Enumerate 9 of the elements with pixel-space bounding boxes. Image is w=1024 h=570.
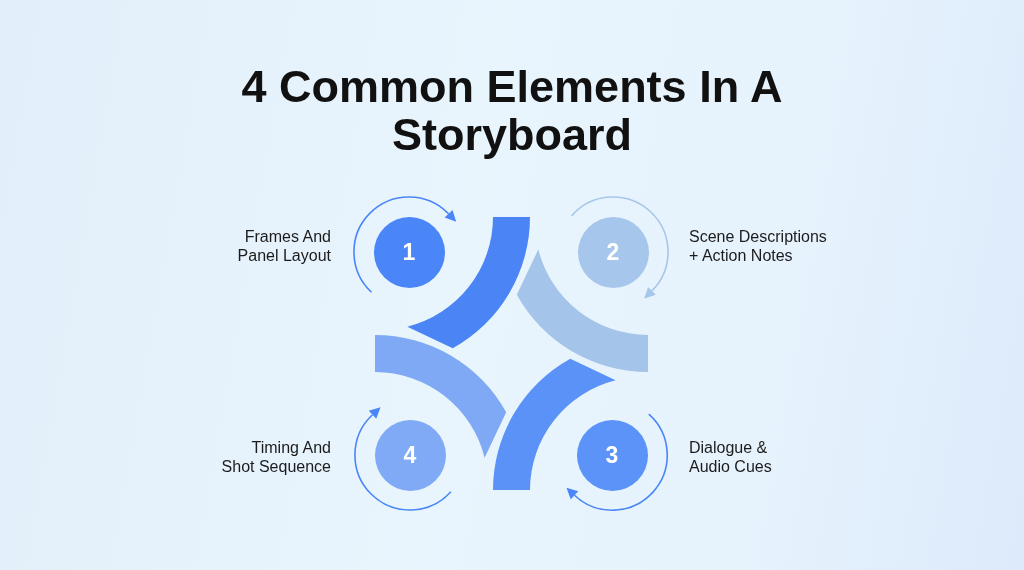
step-number-circle: 3: [576, 419, 648, 491]
step-label: Frames And Panel Layout: [236, 227, 331, 265]
step-label: Scene Descriptions + Action Notes: [689, 227, 828, 265]
diagram-title: 4 Common Elements In A Storyboard: [240, 63, 784, 159]
step-label: Dialogue & Audio Cues: [689, 438, 773, 476]
step-label: Timing And Shot Sequence: [220, 438, 331, 476]
step-number-circle: 4: [374, 419, 446, 491]
step-number-circle: 1: [373, 216, 445, 288]
step-number-circle: 2: [577, 216, 649, 288]
